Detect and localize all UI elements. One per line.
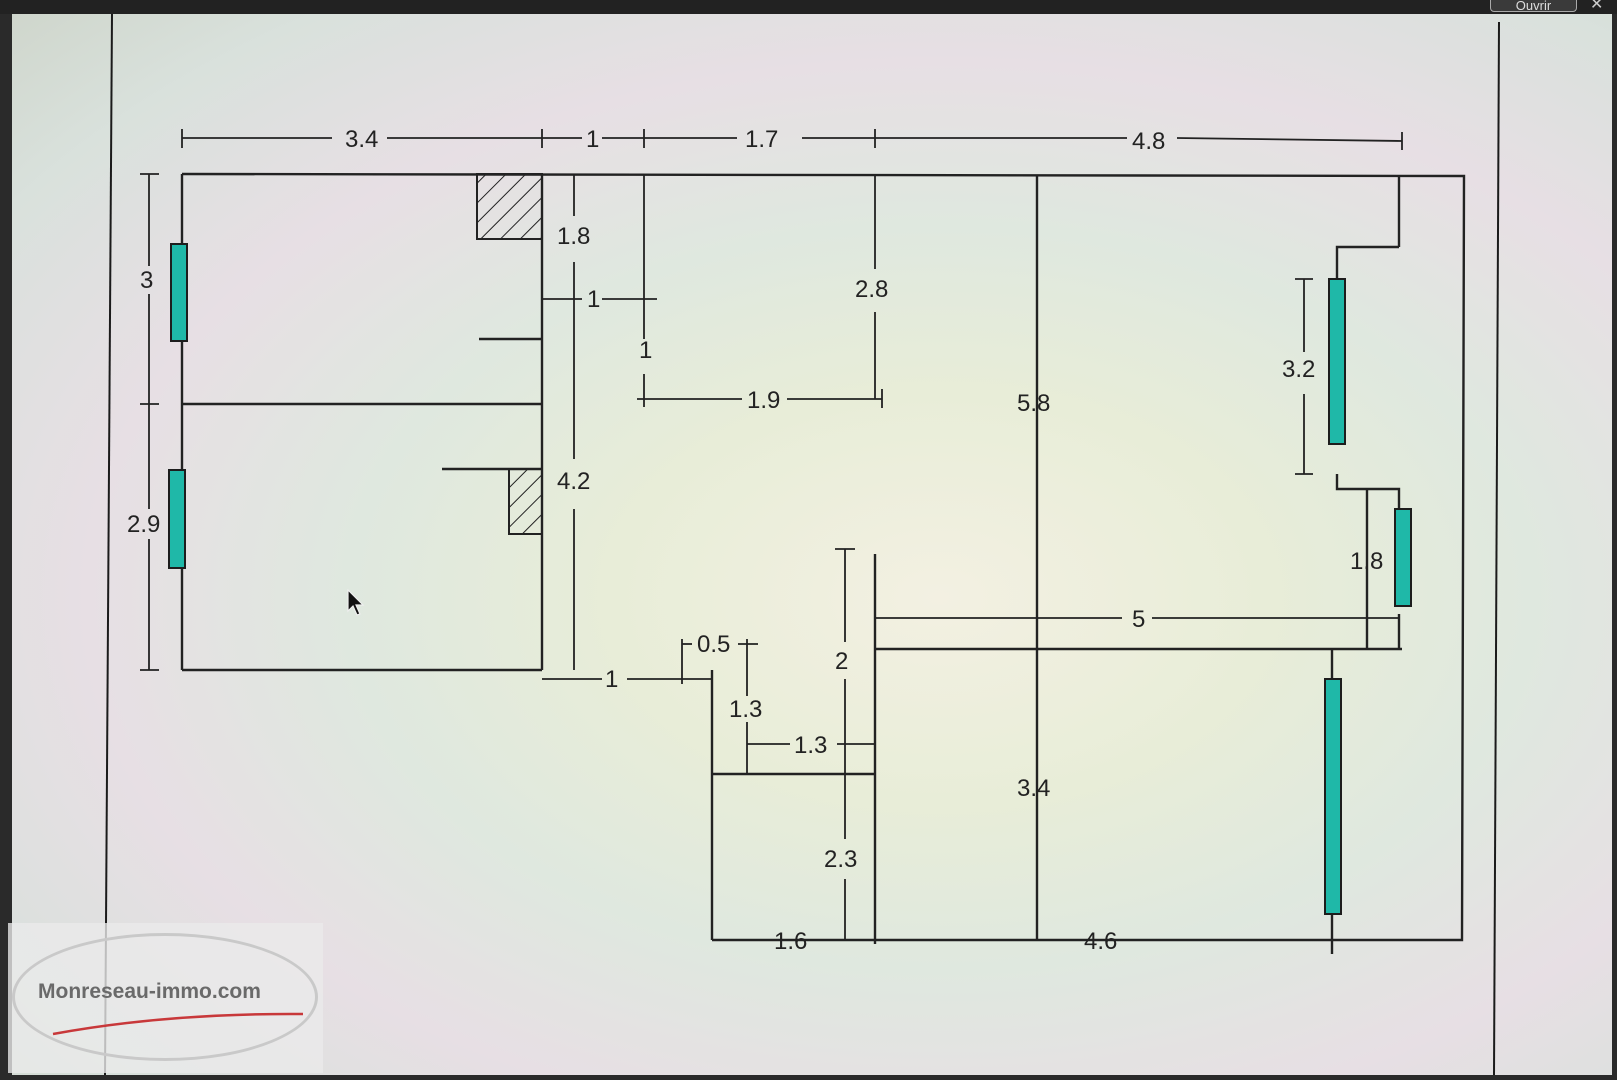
floorplan-viewer: 3.4 1 1.7 4.8 3 2.9 1.8 1 1 2.8 1.9 4.2 … — [12, 14, 1612, 1075]
window-titlebar: Ouvrir ✕ — [0, 0, 1617, 14]
window-right-middle — [1394, 508, 1412, 607]
dim-label: 0.5 — [697, 631, 730, 658]
dim-label: 5 — [1132, 606, 1145, 633]
watermark-ellipse — [12, 933, 318, 1061]
dim-label: 1.3 — [794, 732, 827, 759]
dim-label: 2.3 — [824, 846, 857, 873]
watermark-text: Monreseau-immo.com — [38, 980, 261, 1003]
interior-walls — [182, 174, 1402, 954]
watermark: Monreseau-immo.com — [8, 923, 323, 1073]
dim-label: 1 — [639, 337, 652, 364]
window-right-lower — [1324, 678, 1342, 915]
chimney-top — [476, 173, 543, 240]
dim-label: 3.4 — [345, 126, 378, 153]
dim-label: 3.2 — [1282, 356, 1315, 383]
dim-label: 5.8 — [1017, 390, 1050, 417]
exterior-walls — [180, 172, 1466, 942]
dim-label: 3.4 — [1017, 775, 1050, 802]
floorplan-drawing: 3.4 1 1.7 4.8 3 2.9 1.8 1 1 2.8 1.9 4.2 … — [104, 14, 1500, 1075]
dim-label: 4.2 — [557, 468, 590, 495]
window-left-upper — [170, 243, 188, 342]
dim-label: 4.6 — [1084, 928, 1117, 955]
frame-left-line — [104, 14, 113, 1075]
dim-label: 1.8 — [1350, 548, 1383, 575]
dim-label: 4.8 — [1132, 128, 1165, 155]
dim-label: 2.8 — [855, 276, 888, 303]
dim-label: 1 — [586, 126, 599, 153]
dim-label: 1.7 — [745, 126, 778, 153]
window-left-lower — [168, 469, 186, 569]
dim-label: 1.3 — [729, 696, 762, 723]
chimney-middle — [508, 468, 543, 535]
dim-label: 1 — [587, 286, 600, 313]
dimension-lines — [140, 129, 1403, 941]
dim-label: 3 — [140, 267, 153, 294]
dim-label: 1.6 — [774, 928, 807, 955]
dim-label: 1.8 — [557, 223, 590, 250]
open-button[interactable]: Ouvrir — [1490, 0, 1577, 13]
watermark-swoosh-icon — [52, 1012, 304, 1036]
dimension-labels: 3.4 1 1.7 4.8 3 2.9 1.8 1 1 2.8 1.9 4.2 … — [127, 126, 1383, 955]
window-right-upper — [1328, 278, 1346, 445]
dim-label: 2.9 — [127, 511, 160, 538]
dim-label: 1.9 — [747, 387, 780, 414]
mouse-pointer-icon — [347, 589, 365, 616]
windows — [168, 243, 1412, 915]
close-icon[interactable]: ✕ — [1590, 0, 1604, 13]
dim-label: 1 — [605, 666, 618, 693]
frame-right-line — [1493, 21, 1500, 1075]
dim-label: 2 — [835, 648, 848, 675]
